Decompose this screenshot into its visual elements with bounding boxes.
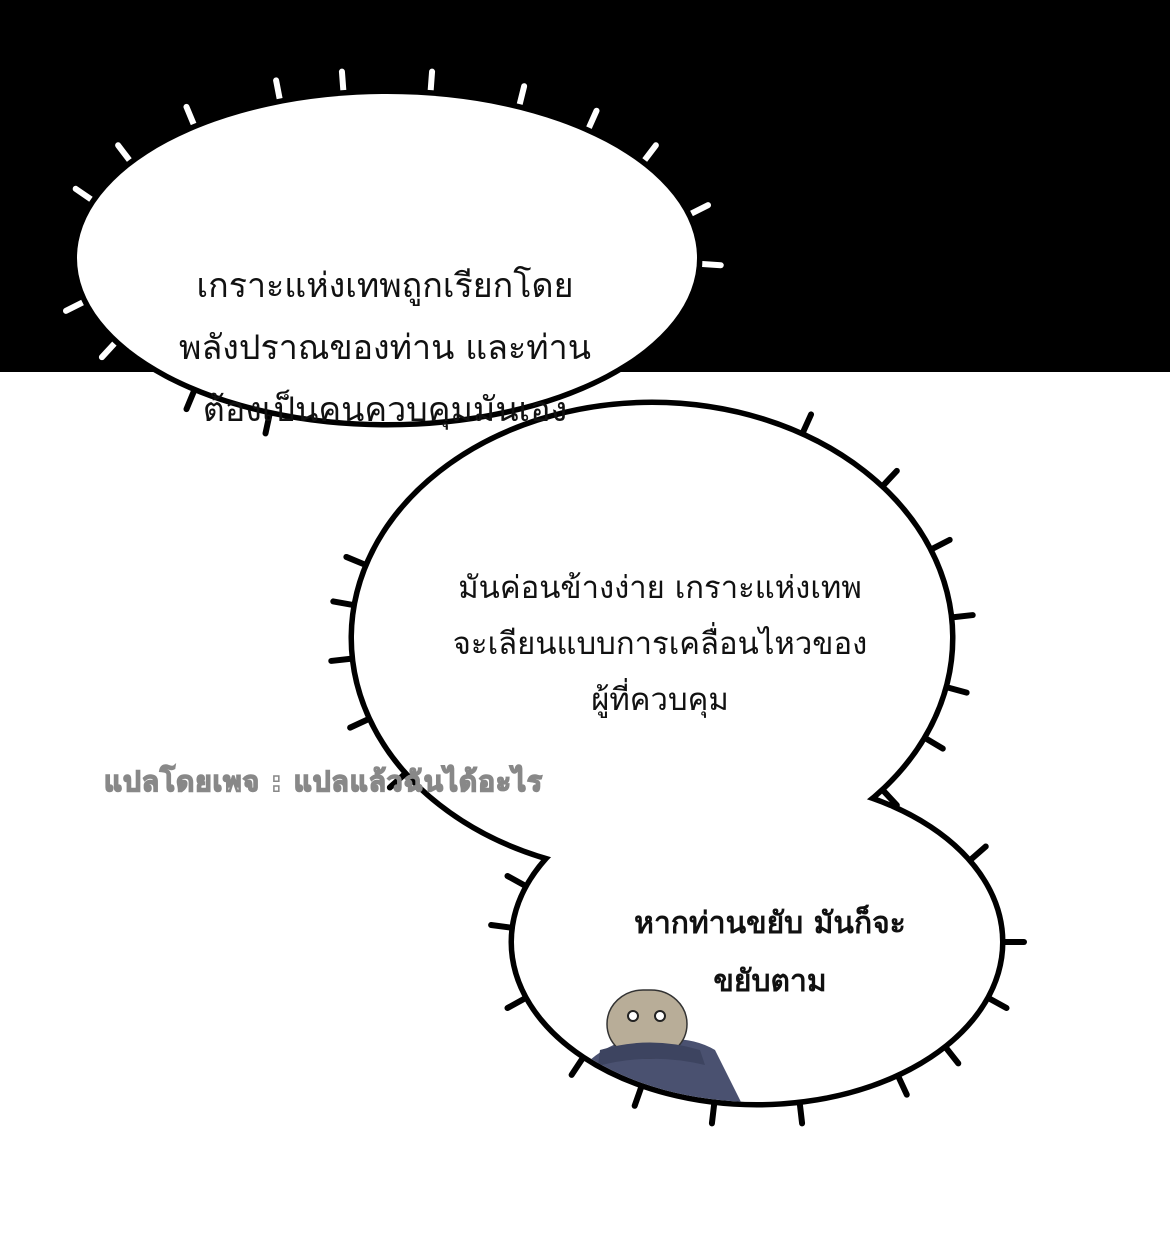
bubble-spike <box>330 598 358 609</box>
bubble-spike <box>685 202 712 219</box>
bubble-spikes <box>62 68 1027 1127</box>
bubble-spike <box>796 1098 806 1127</box>
bubble-spike <box>427 68 436 97</box>
speech-bubble-2-text: มันค่อนข้างง่าย เกราะแห่งเทพ จะเลียนแบบก… <box>390 560 930 728</box>
bubble-spike <box>584 107 600 134</box>
bubble-spike <box>115 142 135 166</box>
bubble-1-line: พลังปราณของท่าน และท่าน <box>179 328 591 368</box>
bubble-spike <box>927 536 953 553</box>
bubble-spike <box>966 843 989 864</box>
bubble-spike <box>984 994 1010 1012</box>
bubble-spike <box>631 1082 645 1109</box>
bubble-spike <box>878 467 900 490</box>
bubble-3-line: ขยับตาม <box>713 964 827 999</box>
bubble-spike <box>338 68 347 97</box>
bubble-spike <box>894 1071 910 1098</box>
bubble-spike <box>183 385 198 413</box>
bubble-spike <box>708 1098 718 1127</box>
bubble-spike <box>515 83 528 111</box>
bubble-spike <box>328 655 357 664</box>
bubble-spike <box>942 683 970 696</box>
bubble-2-line: ผู้ที่ควบคุม <box>591 682 729 718</box>
bubble-spike <box>62 297 89 314</box>
bubble-spike <box>568 1053 587 1078</box>
bubble-spike <box>386 769 410 791</box>
bubble-1-line: เกราะแห่งเทพถูกเรียกโดย <box>196 266 574 306</box>
bubble-spike <box>98 338 120 361</box>
bubble-spike <box>504 994 530 1012</box>
translator-watermark: แปลโดยเพจ : แปลแล้วฉันได้อะไร <box>103 764 544 799</box>
speech-bubble-3-text: หากท่านขยับ มันก็จะ ขยับตาม <box>560 895 980 1011</box>
bubble-spike <box>273 77 284 106</box>
bubble-spike <box>878 786 900 809</box>
bubble-3-line: หากท่านขยับ มันก็จะ <box>634 906 906 941</box>
bubble-spike <box>799 411 815 438</box>
bubble-spike <box>347 715 374 731</box>
bubble-spike <box>72 185 97 205</box>
bubble-spike <box>920 734 946 752</box>
speech-bubble-1-text: เกราะแห่งเทพถูกเรียกโดย พลังปราณของท่าน … <box>90 255 680 441</box>
bubble-spike <box>639 142 659 166</box>
bubble-spike <box>695 260 724 269</box>
bubble-spike <box>947 612 976 621</box>
bubble-2-line: จะเลียนแบบการเคลื่อนไหวของ <box>452 626 868 662</box>
bubble-spike <box>343 553 370 569</box>
bubble-spike <box>504 872 530 890</box>
bubble-spike <box>941 1043 962 1067</box>
bubble-1-line: ต้องเป็นคนควบคุมมันเอง <box>202 390 568 430</box>
bubble-2-line: มันค่อนข้างง่าย เกราะแห่งเทพ <box>458 570 862 606</box>
bubble-spike <box>488 921 516 931</box>
bubble-spike <box>183 103 198 131</box>
bubble-spike <box>262 408 274 437</box>
